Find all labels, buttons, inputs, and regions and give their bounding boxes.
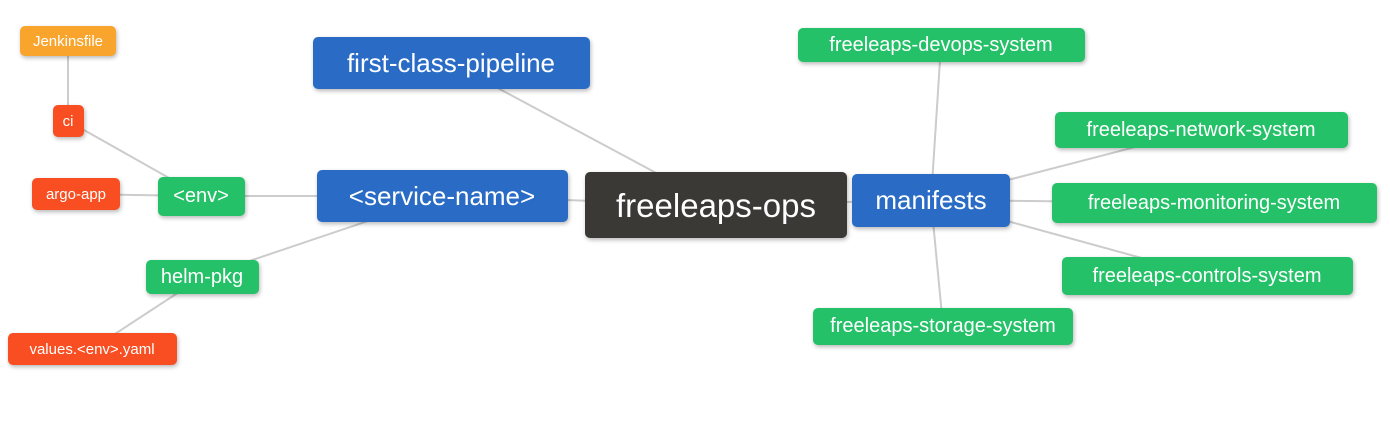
node-values-env-yaml[interactable]: values.<env>.yaml bbox=[7, 333, 177, 365]
node-label-freeleaps-storage-system: freeleaps-storage-system bbox=[830, 315, 1056, 337]
node-label-env: <env> bbox=[173, 185, 229, 207]
node-label-jenkinsfile: Jenkinsfile bbox=[32, 32, 104, 50]
node-jenkinsfile[interactable]: Jenkinsfile bbox=[20, 26, 116, 56]
node-label-manifests: manifests bbox=[875, 185, 987, 215]
node-label-freeleaps-devops-system: freeleaps-devops-system bbox=[829, 34, 1053, 56]
node-label-values-env-yaml: values.<env>.yaml bbox=[29, 340, 155, 358]
node-freeleaps-network-system[interactable]: freeleaps-network-system bbox=[1054, 112, 1348, 148]
node-ci[interactable]: ci bbox=[52, 105, 84, 137]
node-label-freeleaps-controls-system: freeleaps-controls-system bbox=[1092, 265, 1322, 287]
node-label-ci: ci bbox=[62, 112, 74, 130]
node-service-name[interactable]: <service-name> bbox=[316, 170, 568, 222]
node-label-service-name: <service-name> bbox=[348, 181, 536, 211]
node-label-helm-pkg: helm-pkg bbox=[160, 266, 244, 288]
node-freeleaps-monitoring-system[interactable]: freeleaps-monitoring-system bbox=[1051, 183, 1377, 223]
node-freeleaps-ops[interactable]: freeleaps-ops bbox=[585, 172, 847, 238]
node-helm-pkg[interactable]: helm-pkg bbox=[145, 260, 259, 294]
node-freeleaps-storage-system[interactable]: freeleaps-storage-system bbox=[813, 307, 1073, 345]
node-freeleaps-devops-system[interactable]: freeleaps-devops-system bbox=[797, 28, 1085, 62]
node-label-freeleaps-monitoring-system: freeleaps-monitoring-system bbox=[1087, 192, 1341, 214]
node-env[interactable]: <env> bbox=[157, 176, 245, 216]
node-first-class-pipeline[interactable]: first-class-pipeline bbox=[312, 37, 590, 89]
node-label-argo-app: argo-app bbox=[45, 185, 107, 203]
node-label-freeleaps-ops: freeleaps-ops bbox=[616, 186, 816, 224]
node-label-freeleaps-network-system: freeleaps-network-system bbox=[1086, 119, 1316, 141]
node-label-first-class-pipeline: first-class-pipeline bbox=[346, 48, 556, 78]
node-manifests[interactable]: manifests bbox=[852, 173, 1010, 227]
node-freeleaps-controls-system[interactable]: freeleaps-controls-system bbox=[1061, 257, 1353, 295]
node-argo-app[interactable]: argo-app bbox=[32, 178, 120, 210]
